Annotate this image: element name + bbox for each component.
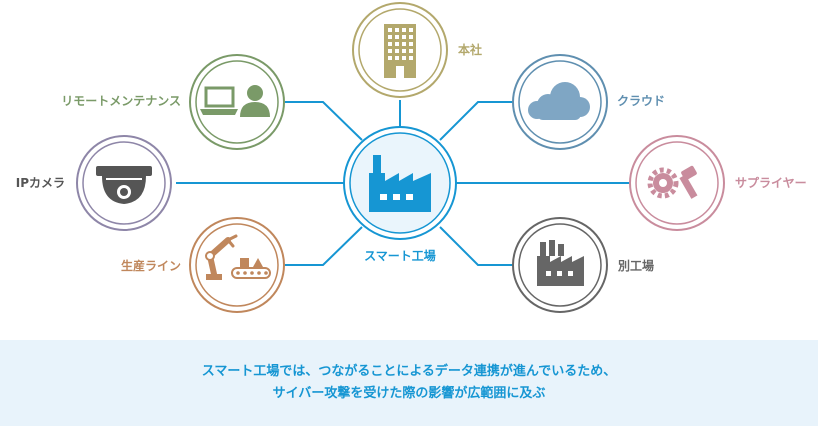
node-honsha [352, 2, 448, 98]
label-honsha: 本社 [458, 43, 483, 57]
connector-cloud [439, 101, 513, 141]
connector-production [285, 226, 363, 266]
node-cloud [512, 54, 608, 150]
cloud-icon [528, 82, 590, 120]
security-camera-icon [96, 166, 152, 204]
connector-remote [285, 101, 363, 141]
factory-icon [537, 240, 584, 286]
label-production: 生産ライン [120, 259, 181, 273]
caption-line-2: サイバー攻撃を受けた際の影響が広範囲に及ぶ [272, 386, 546, 401]
node-other-factory [512, 217, 608, 313]
office-building-icon [384, 24, 416, 78]
node-remote [189, 54, 285, 150]
center-node-smart-factory [343, 126, 457, 240]
label-remote: リモートメンテナンス [61, 94, 181, 108]
gear-icon [647, 167, 679, 199]
label-supplier: サプライヤー [735, 176, 807, 190]
label-camera: IPカメラ [15, 176, 65, 190]
connector-lines [176, 100, 630, 266]
node-supplier [629, 135, 725, 231]
robot-arm-conveyor-icon [205, 234, 271, 280]
node-production [189, 217, 285, 313]
bolt-icon [679, 165, 698, 199]
node-camera [76, 135, 172, 231]
network-diagram [76, 2, 725, 313]
laptop-icon [200, 86, 238, 115]
factory-icon [369, 155, 431, 212]
center-label: スマート工場 [364, 249, 436, 263]
connector-other-factory [439, 226, 513, 266]
caption-banner: スマート工場では、つながることによるデータ連携が進んでいるため、 サイバー攻撃を… [0, 340, 818, 426]
person-icon [240, 85, 270, 117]
label-other-factory: 別工場 [618, 259, 655, 273]
label-cloud: クラウド [617, 94, 666, 108]
caption-line-1: スマート工場では、つながることによるデータ連携が進んでいるため、 [201, 364, 617, 379]
